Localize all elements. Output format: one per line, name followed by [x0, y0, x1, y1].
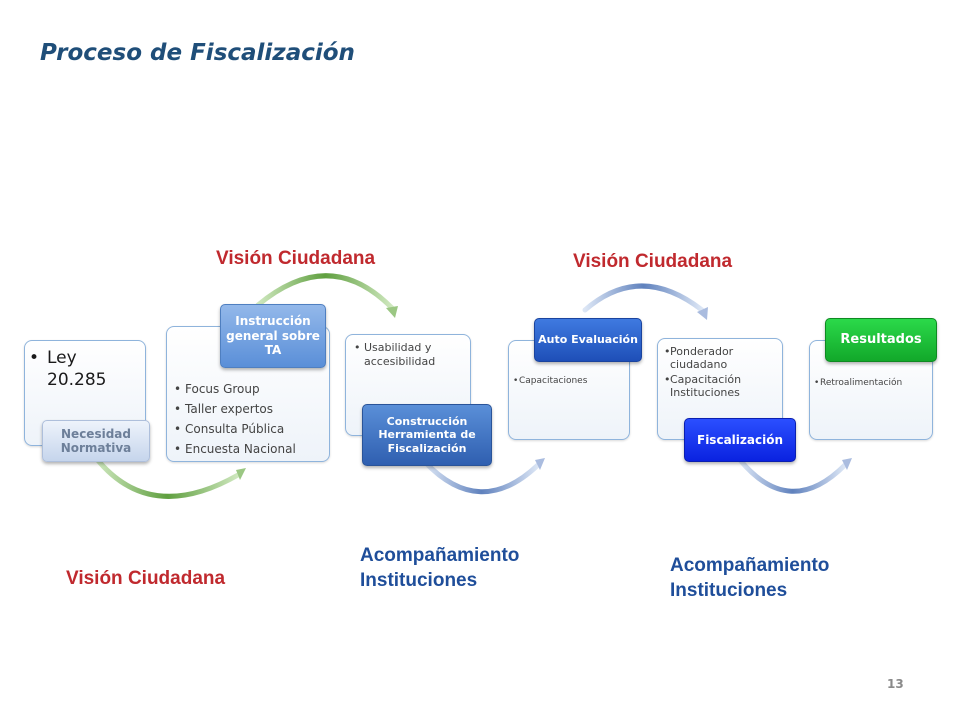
label-vision-ciudadana-top-right: Visión Ciudadana — [573, 251, 733, 272]
step-tag-necesidad-normativa: Necesidad Normativa — [42, 420, 150, 462]
label-vision-ciudadana-top-left: Visión Ciudadana — [216, 248, 376, 269]
label-vision-ciudadana-bottom: Visión Ciudadana — [66, 568, 226, 589]
connector-arrowhead-3 — [535, 458, 545, 470]
step-item: Capacitación Instituciones — [664, 373, 778, 399]
page-title: Proceso de Fiscalización — [40, 40, 355, 66]
step-item: Encuesta Nacional — [171, 439, 325, 459]
connector-arrow-2 — [255, 273, 395, 311]
connector-arrowhead-4 — [697, 307, 708, 320]
step-item: Usabilidad y accesibilidad — [354, 341, 466, 369]
connector-arrow-1 — [93, 455, 241, 499]
connector-arrowhead-5 — [842, 458, 852, 470]
step-item: Capacitaciones — [513, 375, 625, 387]
step-item: Retroalimentación — [814, 377, 928, 389]
connector-arrow-5 — [737, 457, 848, 494]
connector-arrowhead-2 — [386, 306, 398, 318]
label-acompanamiento-2: Acompañamiento Instituciones — [670, 555, 830, 601]
step-tag-construccion-herramienta: Construcción Herramienta de Fiscalizació… — [362, 404, 492, 466]
step-item: Consulta Pública — [171, 419, 325, 439]
connector-arrowhead-1 — [236, 468, 246, 480]
label-acompanamiento-1: Acompañamiento Instituciones — [360, 545, 520, 591]
step-tag-auto-evaluacion: Auto Evaluación — [534, 318, 642, 362]
step-item: Ley 20.285 — [29, 347, 139, 391]
step-item: Focus Group — [171, 379, 325, 399]
step-item: Ponderador ciudadano — [664, 345, 778, 371]
step-tag-fiscalizacion: Fiscalización — [684, 418, 796, 462]
step-tag-instruccion-general: Instrucción general sobre TA — [220, 304, 326, 368]
step-tag-resultados: Resultados — [825, 318, 937, 362]
step-item: Taller expertos — [171, 399, 325, 419]
connector-arrow-4 — [582, 283, 705, 313]
page-number: 13 — [887, 677, 904, 691]
connector-arrow-3 — [422, 459, 541, 495]
